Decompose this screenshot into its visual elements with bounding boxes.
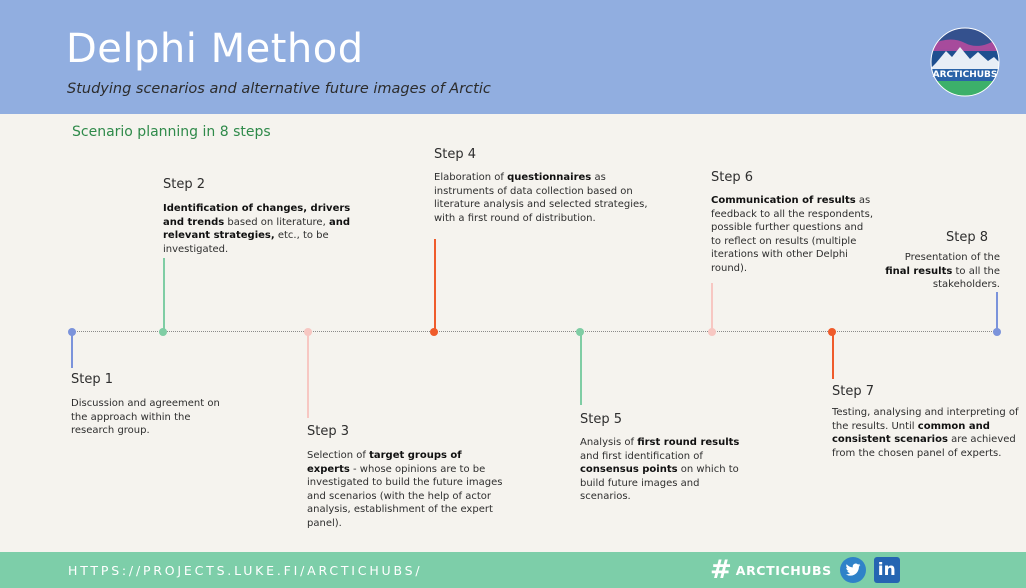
step-3-text-run: Selection of xyxy=(307,450,370,461)
step-7-description: Testing, analysing and interpreting of t… xyxy=(832,406,1022,460)
step-1-connector xyxy=(71,332,73,368)
step-5-text-run: first round results xyxy=(637,437,740,448)
step-4-description: Elaboration of questionnaires as instrum… xyxy=(434,171,659,225)
step-3-label: Step 3 xyxy=(307,424,350,439)
step-7-text-run: common and consistent scenarios xyxy=(832,420,990,446)
step-3-connector xyxy=(307,333,309,418)
step-8-label: Step 8 xyxy=(946,230,989,245)
step-7-text-run: Testing, analysing and interpreting of t… xyxy=(832,407,1019,432)
step-2-description: Identification of changes, drivers and t… xyxy=(163,202,368,256)
step-3-marker xyxy=(304,328,312,336)
social-links: # ARCTICHUBS in xyxy=(710,555,900,585)
timeline-axis xyxy=(72,331,998,332)
step-8-text-run: Presentation of the xyxy=(904,252,1000,263)
step-6-connector xyxy=(711,283,713,331)
step-5-label: Step 5 xyxy=(580,412,623,427)
step-3-text-run: target groups of experts xyxy=(307,450,462,475)
hashtag-text: ARCTICHUBS xyxy=(735,562,832,578)
step-8-connector xyxy=(996,292,998,330)
step-5-text-run: consensus points xyxy=(580,464,678,475)
project-url-link[interactable]: HTTPS://PROJECTS.LUKE.FI/ARCTICHUBS/ xyxy=(68,563,423,578)
step-2-text-run: etc., to be investigated. xyxy=(163,230,329,255)
step-5-description: Analysis of first round results and firs… xyxy=(580,436,740,504)
hashtag-icon: # xyxy=(710,555,732,585)
step-7-label: Step 7 xyxy=(832,384,875,399)
step-8-text-run: to all the stakeholders. xyxy=(932,265,1000,291)
linkedin-icon[interactable]: in xyxy=(873,557,900,583)
step-2-text-run: Identification of changes, drivers and t… xyxy=(163,203,351,228)
step-2-connector xyxy=(163,258,165,330)
twitter-icon[interactable] xyxy=(839,557,866,583)
step-4-text-run: Elaboration of xyxy=(434,172,508,183)
step-2-marker xyxy=(159,328,167,336)
step-7-connector xyxy=(832,333,834,379)
svg-text:ARCTICHUBS: ARCTICHUBS xyxy=(933,70,998,80)
step-2-label: Step 2 xyxy=(163,177,206,192)
step-6-text-run: as feedback to all the respondents, poss… xyxy=(711,195,873,274)
page-title: Delphi Method xyxy=(66,26,364,72)
step-6-label: Step 6 xyxy=(711,170,754,185)
step-4-label: Step 4 xyxy=(434,147,477,162)
step-2-text-run: based on literature, xyxy=(224,216,329,228)
step-8-marker xyxy=(993,328,1001,336)
step-6-description: Communication of results as feedback to … xyxy=(711,194,876,275)
step-1-description: Discussion and agreement on the approach… xyxy=(71,398,220,436)
page-subtitle: Studying scenarios and alternative futur… xyxy=(67,81,491,97)
step-5-connector xyxy=(580,333,582,405)
step-1-marker xyxy=(68,328,76,336)
step-4-marker xyxy=(430,328,438,336)
step-4-text-run: as instruments of data collection based … xyxy=(434,172,648,224)
section-title: Scenario planning in 8 steps xyxy=(72,124,271,140)
footer-bar: HTTPS://PROJECTS.LUKE.FI/ARCTICHUBS/ # A… xyxy=(0,552,1026,588)
step-5-marker xyxy=(576,328,584,336)
step-8-text-run: final results xyxy=(885,265,953,277)
step-5-text-run: Analysis of xyxy=(580,437,638,448)
step-8-description: Presentation of the final results to all… xyxy=(880,251,1000,292)
step-5-text-run: on which to build future images and scen… xyxy=(580,464,739,502)
step-3-text-run: - whose opinions are to be investigated … xyxy=(307,463,503,529)
arctichubs-logo: ARCTICHUBS xyxy=(930,27,1000,97)
step-7-marker xyxy=(828,328,836,336)
step-7-text-run: are achieved from the chosen panel of ex… xyxy=(832,434,1016,459)
header-banner: Delphi Method Studying scenarios and alt… xyxy=(0,0,1026,114)
step-4-text-run: questionnaires xyxy=(507,172,592,183)
step-5-text-run: and first identification of xyxy=(580,450,703,462)
step-4-connector xyxy=(434,239,436,331)
step-2-text-run: and relevant strategies, xyxy=(163,216,350,242)
step-6-marker xyxy=(708,328,716,336)
step-3-description: Selection of target groups of experts - … xyxy=(307,449,507,530)
step-6-text-run: Communication of results xyxy=(711,195,856,206)
step-1-label: Step 1 xyxy=(71,372,114,387)
